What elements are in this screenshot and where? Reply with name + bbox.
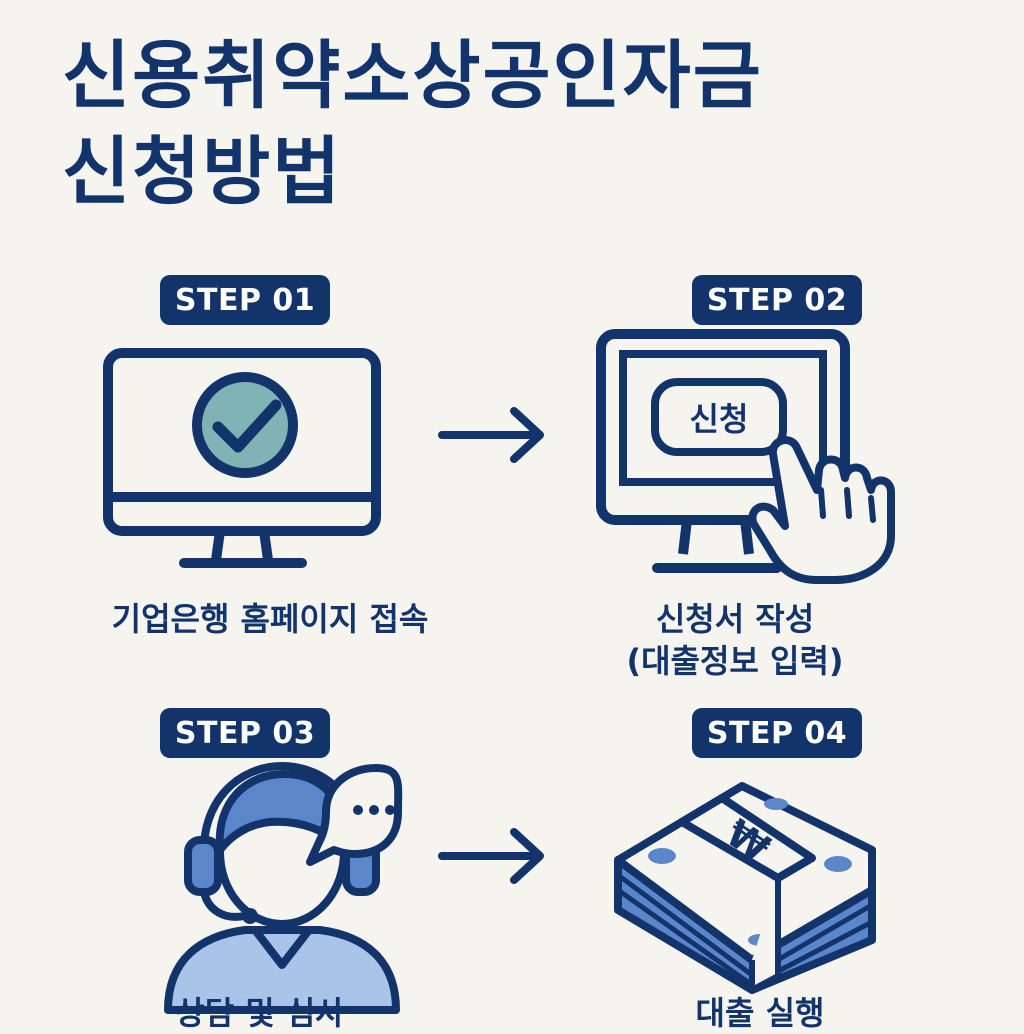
page-title: 신용취약소상공인자금 신청방법 — [62, 28, 763, 220]
title-line-2: 신청방법 — [62, 129, 343, 215]
monitor-check-icon — [103, 348, 381, 568]
step-03-caption: 상담 및 심사 — [175, 994, 345, 1032]
step-04-caption: 대출 실행 — [695, 994, 825, 1032]
step-02-caption-line-2: (대출정보 입력) — [626, 642, 844, 680]
monitor-tap-icon — [596, 329, 895, 584]
step-03-badge: STEP 03 — [160, 708, 330, 758]
title-line-1: 신용취약소상공인자금 — [62, 33, 763, 119]
arrow-right-icon — [438, 407, 544, 463]
screen-apply-button: 신청 — [689, 400, 749, 438]
step-02-badge: STEP 02 — [692, 275, 862, 325]
step-01-caption: 기업은행 홈페이지 접속 — [111, 600, 429, 638]
step-04-badge: STEP 04 — [692, 708, 862, 758]
consultant-headset-icon — [164, 761, 403, 1014]
step-01-badge: STEP 01 — [160, 275, 330, 325]
step-02-caption: 신청서 작성 (대출정보 입력) — [560, 598, 910, 682]
step-02-caption-line-1: 신청서 작성 — [655, 600, 815, 638]
money-stack-icon — [614, 782, 876, 994]
arrow-right-icon — [438, 828, 544, 884]
